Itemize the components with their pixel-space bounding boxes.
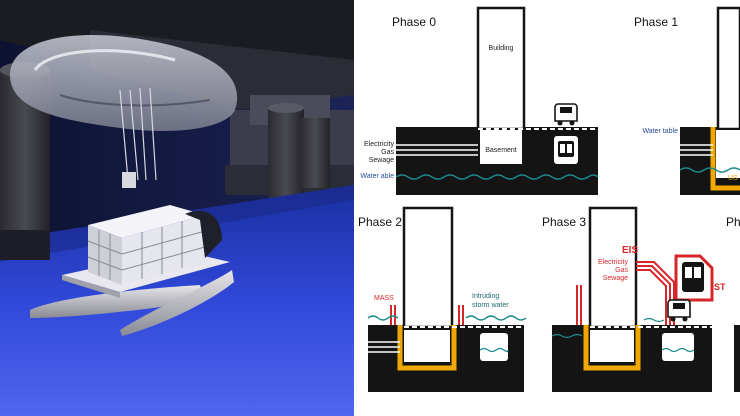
- eis-sewage-label: Sewage: [603, 275, 628, 282]
- foundation-wall: [710, 127, 740, 191]
- electricity-label: Electricity: [364, 141, 394, 148]
- mass-label: MASS: [374, 295, 394, 302]
- phase-diagram-canvas: Phase 0 Building Basement Electricity Ga…: [358, 6, 740, 392]
- water-table-line: [395, 174, 599, 180]
- phase-3-panel: Phase 3 EIS Electricity Gas Sewage ST: [542, 206, 726, 392]
- us-label: US: [728, 175, 738, 182]
- eis-label: EIS: [622, 245, 638, 256]
- intruding-label: Intruding: [472, 293, 499, 300]
- sewage-label: Sewage: [369, 157, 394, 164]
- eis-gas-label: Gas: [615, 267, 628, 274]
- phase-1-panel: Phase 1 Water table US: [634, 6, 740, 195]
- render-illustration: [0, 0, 354, 416]
- basement: [480, 130, 522, 164]
- storm-water-label: storm water: [472, 302, 509, 309]
- phase-2-title: Phase 2: [358, 215, 402, 229]
- phase-4-title: Ph: [726, 215, 740, 229]
- phase-1-title: Phase 1: [634, 15, 678, 29]
- phase-diagram: Phase 0 Building Basement Electricity Ga…: [354, 0, 740, 416]
- phase-3-title: Phase 3: [542, 215, 586, 229]
- phase-4-panel: Ph: [726, 215, 740, 392]
- phase-0-panel: Phase 0 Building Basement Electricity Ga…: [360, 6, 599, 195]
- gas-label: Gas: [381, 149, 394, 156]
- st-label: ST: [714, 282, 726, 292]
- basement-label: Basement: [485, 147, 517, 154]
- phase-2-panel: Phase 2 MASS Intruding storm water: [358, 206, 527, 392]
- water-able-label: Water able: [360, 173, 394, 180]
- building: [476, 6, 526, 131]
- building-label: Building: [489, 45, 514, 52]
- phase-0-title: Phase 0: [392, 15, 436, 29]
- water-table-label: Water table: [642, 128, 678, 135]
- eis-electricity-label: Electricity: [598, 259, 628, 266]
- flooded-street-render: [0, 0, 354, 416]
